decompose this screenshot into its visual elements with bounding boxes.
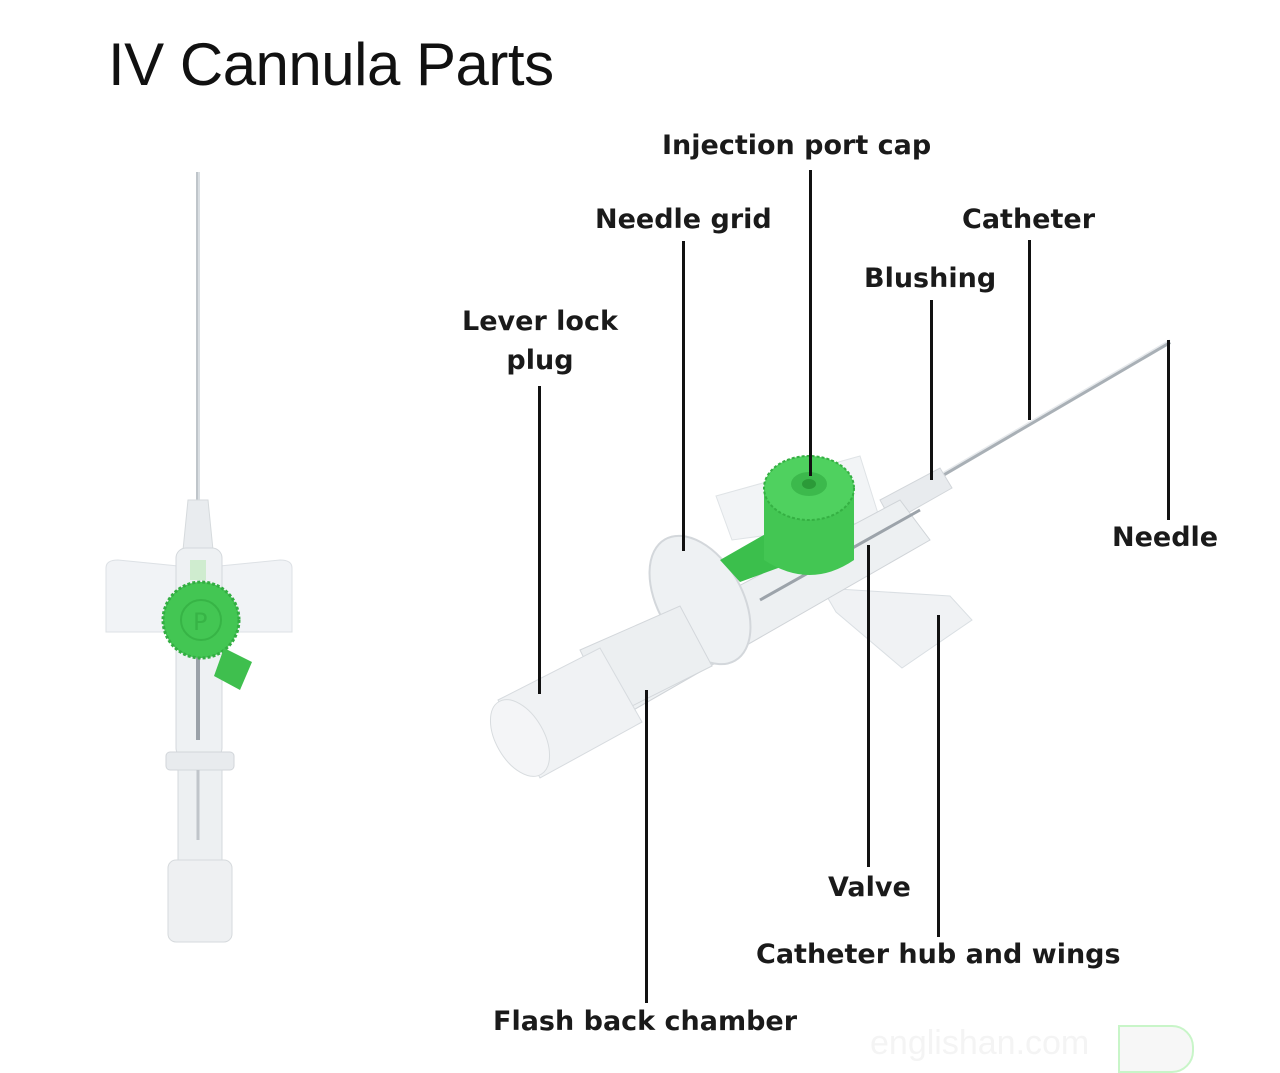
svg-text:P: P (193, 608, 207, 636)
leader-blushing (930, 300, 933, 480)
leader-needle-grid (682, 241, 685, 551)
leader-needle (1167, 340, 1170, 520)
label-injection-port-cap: Injection port cap (662, 130, 932, 161)
label-needle-grid: Needle grid (595, 204, 772, 235)
page-title: IV Cannula Parts (108, 31, 554, 98)
leader-lever-lock-plug (538, 386, 541, 694)
watermark-search-button (1118, 1025, 1194, 1073)
label-catheter-hub-and-wings: Catheter hub and wings (756, 939, 1121, 970)
label-lever-lock-plug: Lever lock plug (460, 300, 620, 382)
label-valve: Valve (828, 872, 911, 903)
leader-flash-back-chamber (645, 690, 648, 1003)
leader-catheter (1028, 240, 1031, 420)
front-view-cannula: P (105, 172, 293, 943)
angled-view-cannula (489, 339, 1172, 779)
label-lever-lock-plug-line2: plug (506, 345, 574, 377)
leader-valve (867, 545, 870, 867)
leader-catheter-hub-and-wings (937, 615, 940, 937)
label-lever-lock-plug-line1: Lever lock (462, 306, 618, 337)
label-flash-back-chamber: Flash back chamber (493, 1006, 798, 1037)
leader-injection-port-cap (809, 170, 812, 476)
label-needle: Needle (1112, 522, 1219, 553)
label-blushing: Blushing (864, 263, 997, 294)
watermark-text: englishan.com (870, 1024, 1090, 1062)
label-catheter: Catheter (962, 204, 1096, 235)
